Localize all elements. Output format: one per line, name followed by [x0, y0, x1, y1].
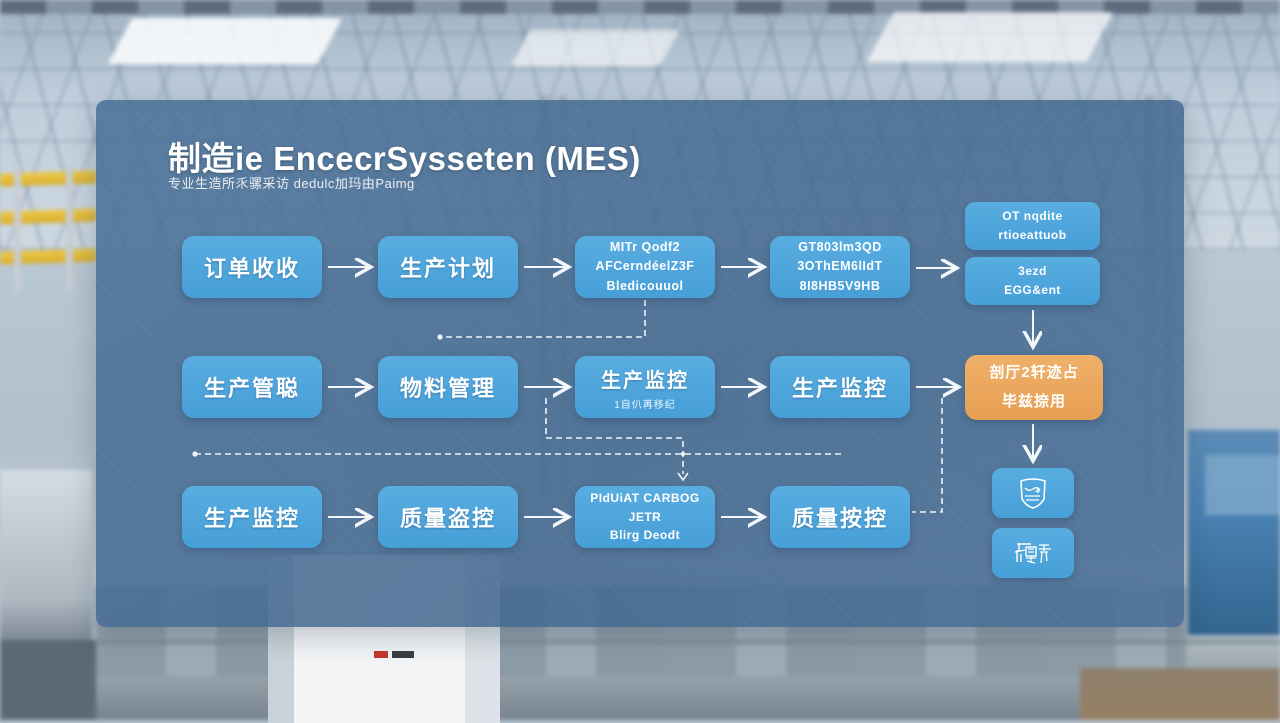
flow-box-production-monitor-1: 生产监控 1自仈苒移纪	[575, 356, 715, 418]
machine-bottom-left	[0, 640, 96, 720]
box-line: 剖厅2轩迹占	[989, 364, 1079, 381]
box-line: JETR	[628, 509, 662, 524]
shield-outline-icon	[1020, 478, 1046, 509]
flow-box-glyph	[992, 528, 1074, 578]
flow-box-order-receipt: 订单收收	[182, 236, 322, 298]
box-label: 物料管理	[399, 376, 496, 401]
box-line: 3ezd	[1018, 263, 1047, 278]
box-label: 生产计划	[399, 256, 496, 281]
box-line: 8I8HB5V9HB	[799, 278, 881, 293]
box-label: 订单收收	[203, 256, 300, 281]
flow-box-garbled-2: GT803lm3QD 3OThEM6lIdT 8I8HB5V9HB	[770, 236, 910, 298]
flow-box-small-top: OT nqdite rtioeattuob	[965, 202, 1100, 250]
machine-red-label	[374, 651, 388, 658]
railing-post	[14, 166, 21, 291]
box-label: 生产管聪	[203, 376, 300, 401]
flow-box-production-plan: 生产计划	[378, 236, 518, 298]
box-line: 3OThEM6lIdT	[797, 259, 883, 274]
yellow-railing	[0, 166, 97, 291]
flow-box-quality-monitor: 质量盗控	[378, 486, 518, 548]
flow-box-shield	[992, 468, 1074, 518]
flow-box-production-monitor-2: 生产监控	[770, 356, 910, 418]
machine-right-panel	[1205, 455, 1280, 515]
box-label: 生产监控	[791, 376, 888, 401]
floor-brown-patch	[1080, 668, 1280, 720]
box-label: 生产监控	[203, 506, 300, 531]
box-label: 质量按控	[791, 506, 888, 531]
box-line: EGG&ent	[1004, 283, 1061, 297]
skylight-strip	[866, 12, 1114, 62]
flow-box-quality-control: 质量按控	[770, 486, 910, 548]
box-label: 质量盗控	[399, 506, 496, 531]
box-line: OT nqdite	[1002, 208, 1063, 223]
box-line: Blirg Deodt	[609, 528, 681, 543]
flow-box-material-mgmt: 物料管理	[378, 356, 518, 418]
floor-edge	[0, 640, 1280, 644]
page-title: 制造ie EncecrSysseten (MES)	[168, 140, 641, 177]
flow-box-production-monitor-3: 生产监控	[182, 486, 322, 548]
box-line: PIdUiAT CARBOG	[590, 491, 700, 506]
flow-box-garbled-3: PIdUiAT CARBOG JETR Blirg Deodt	[575, 486, 715, 548]
box-line: 毕兹捺用	[1001, 392, 1066, 410]
flow-box-small-bottom: 3ezd EGG&ent	[965, 257, 1100, 305]
box-subtext: 1自仈苒移纪	[614, 399, 676, 411]
skylight-strip	[107, 18, 343, 64]
garbled-machine-icon	[1014, 543, 1051, 564]
roof-beam	[0, 0, 1280, 14]
box-line: AFCerndéelZ3F	[595, 259, 695, 274]
railing-post	[66, 166, 73, 291]
machine-black-label	[392, 651, 414, 658]
flow-box-garbled-1: MITr Qodf2 AFCerndéelZ3F Bledicouuol	[575, 236, 715, 298]
box-line: rtioeattuob	[998, 228, 1067, 242]
box-line: GT803lm3QD	[798, 239, 882, 254]
box-line: Bledicouuol	[606, 278, 684, 293]
machine-left	[0, 470, 92, 655]
page-subtitle: 专业生造所乑骡采访 dedulc加玛由Paimg	[168, 176, 415, 191]
skylight-strip	[510, 30, 680, 66]
flow-box-production-mgmt: 生产管聪	[182, 356, 322, 418]
box-label: 生产监控	[601, 369, 689, 392]
flow-box-orange-highlight: 剖厅2轩迹占 毕兹捺用	[965, 355, 1103, 420]
box-line: MITr Qodf2	[609, 239, 681, 254]
